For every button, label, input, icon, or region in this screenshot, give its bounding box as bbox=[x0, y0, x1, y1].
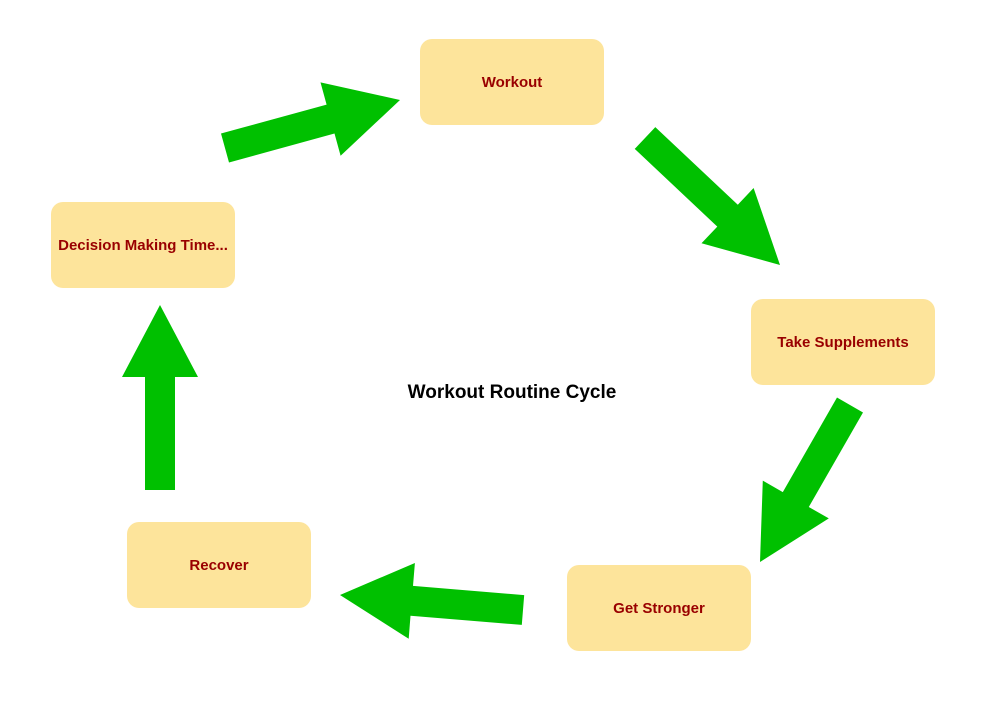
node-workout[interactable]: Workout bbox=[420, 39, 604, 125]
diagram-title: Workout Routine Cycle bbox=[407, 382, 617, 403]
node-workout-label: Workout bbox=[481, 73, 543, 91]
node-get-stronger-label: Get Stronger bbox=[613, 599, 705, 617]
arrow-stronger-to-recover bbox=[340, 563, 525, 639]
node-recover[interactable]: Recover bbox=[127, 522, 311, 608]
node-take-supplements[interactable]: Take Supplements bbox=[751, 299, 935, 385]
node-recover-label: Recover bbox=[189, 556, 249, 574]
node-take-supplements-label: Take Supplements bbox=[777, 333, 909, 351]
arrow-workout-to-supplements bbox=[634, 127, 780, 265]
arrow-decision-to-workout bbox=[221, 82, 400, 163]
node-get-stronger[interactable]: Get Stronger bbox=[567, 565, 751, 651]
arrow-recover-to-decision bbox=[122, 305, 198, 490]
node-decision-making-time-label: Decision Making Time... bbox=[58, 236, 228, 254]
node-decision-making-time[interactable]: Decision Making Time... bbox=[51, 202, 235, 288]
arrow-supplements-to-stronger bbox=[760, 397, 863, 562]
